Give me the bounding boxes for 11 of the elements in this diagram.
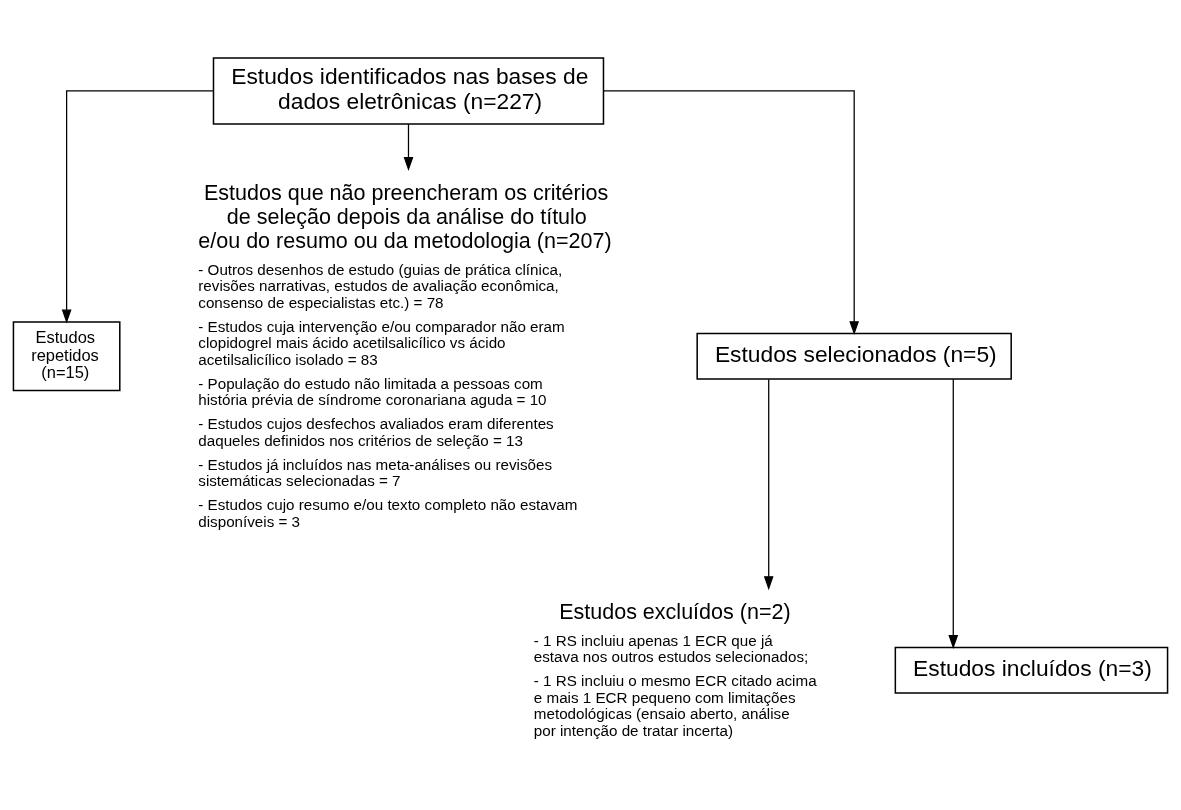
arrow — [948, 378, 959, 650]
arrow — [403, 123, 414, 171]
node-text: Estudos excluídos (n=2) - 1 RS incluiu apenas 1 ECR que já estava nos outros estudos selecionados; - 1 RS incluiu o mesmo ECR citado acima e mais 1 ECR pequeno com limitações metodológicas (ensaio aberto, análise por intenção de tratar incerta) — [533, 600, 817, 739]
node-box: Estudos incluídos (n=3) — [894, 646, 1169, 694]
node-text: Estudos que não preencheram os critérios de seleção depois da análise do título e/ou do resumo ou da metodologia (n=207) - Outros desenhos de estudo (guias de prática clínica, revisões narrativas, estudos de avaliação econômica, consenso de especialistas etc.) = 78 - Estudos cuja intervenção e/ou comparador não eram clopidogrel mais ácido acetilsalicílico vs ácido acetilsalicílico isolado = 83 - População do estudo não limitada a pessoas com história prévia de síndrome coronariana aguda = 10 - Estudos cujos desfechos avaliados eram diferentes daqueles definidos nos critérios de seleção = 13 - Estudos já incluídos nas meta-análises ou revisões sistemáticas selecionadas = 7 - Estudos cujo resumo e/ou texto completo não estavam disponíveis = 3 — [198, 181, 612, 530]
arrow — [603, 90, 860, 336]
node-box: Estudos selecionados (n=5) — [696, 332, 1012, 380]
node-box: Estudos repetidos (n=15) — [12, 321, 121, 392]
node-box: Estudos identificados nas bases de dados eletrônicas (n=227) — [212, 57, 605, 125]
arrow — [61, 90, 214, 324]
arrow — [763, 378, 774, 591]
